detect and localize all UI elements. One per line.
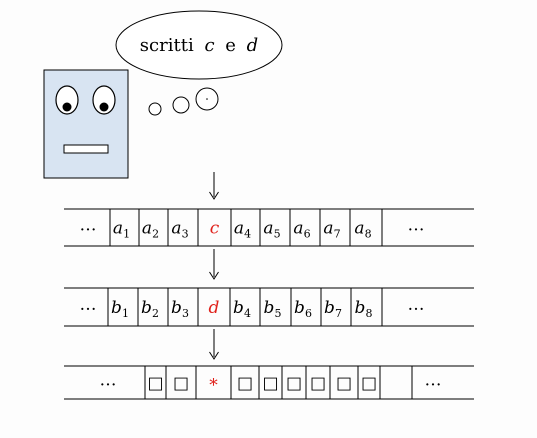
tape-cell-symbol: □: [173, 374, 189, 394]
tape-cell-symbol: b5: [264, 298, 282, 320]
robot-right-pupil: [99, 102, 109, 112]
arrow-to-tape2-head: [209, 271, 219, 280]
tape-cell-symbol: □: [286, 374, 302, 394]
tape-cell-head-symbol: *: [209, 376, 218, 396]
tape-cell-symbol: □: [237, 374, 253, 394]
tape-cell-symbol: □: [147, 374, 163, 394]
tape-cell-symbol: b8: [355, 298, 373, 320]
robot-left-eye: [55, 85, 79, 115]
tape-cell-head-symbol: c: [210, 219, 220, 239]
tape-3: □ □ * □ □ □ □ □ □ … …: [64, 365, 474, 400]
tape-cell-symbol: a6: [293, 219, 310, 241]
tape-right-ellipsis: …: [425, 371, 442, 391]
tape-cell-head-symbol: d: [209, 298, 220, 318]
thought-bubble-ellipse: [115, 10, 283, 80]
thought-text-plain: scritti: [140, 35, 194, 56]
tape-right-ellipsis: …: [408, 216, 425, 236]
tape-cell-symbol: b2: [141, 298, 159, 320]
tape-cell-symbol: □: [361, 374, 377, 394]
tape-cell-symbol: b4: [233, 298, 251, 320]
thought-var-c: c: [204, 35, 214, 56]
robot-right-eye: [92, 85, 116, 115]
tape-cell-symbol: a7: [323, 219, 340, 241]
tape-cell-symbol: b7: [324, 298, 342, 320]
robot-face: [43, 69, 129, 179]
tape-cell-symbol: □: [262, 374, 278, 394]
tape-2: b1 b2 b3 d b4 b5 b6 b7 b8 … …: [64, 287, 474, 327]
thought-conj: e: [225, 35, 236, 56]
thought-dot-medium: [172, 96, 190, 114]
tape-cell-symbol: a3: [171, 219, 188, 241]
tape-left-ellipsis: …: [80, 295, 97, 315]
tape-cell-symbol: a5: [263, 219, 280, 241]
robot-mouth: [63, 144, 109, 154]
thought-dot-center: [206, 98, 208, 100]
tape-cell-symbol: a4: [234, 219, 251, 241]
thought-bubble: scritti c e d: [115, 10, 283, 116]
thought-dot-small: [148, 102, 162, 116]
robot-head: [43, 69, 129, 179]
arrow-to-tape1-head: [209, 191, 219, 200]
tape-cell-symbol: b1: [111, 298, 129, 320]
tape-cell-symbol: b3: [171, 298, 189, 320]
tape-cell-symbol: a1: [113, 219, 130, 241]
tape-left-ellipsis: …: [100, 371, 117, 391]
tape-1: a1 a2 a3 c a4 a5 a6 a7 a8 … …: [64, 208, 474, 247]
arrows: [209, 172, 219, 360]
tape-right-ellipsis: …: [408, 295, 425, 315]
tape-cell-symbol: b6: [294, 298, 312, 320]
tape-cell-symbol: □: [310, 374, 326, 394]
tape-cell-symbol: a8: [354, 219, 371, 241]
thought-text: scritti c e d: [140, 35, 258, 56]
tape-cell-symbol: a2: [142, 219, 159, 241]
tape-cell-symbol: □: [336, 374, 352, 394]
arrow-to-tape3-head: [209, 351, 219, 360]
tape-left-ellipsis: …: [80, 216, 97, 236]
thought-var-d: d: [247, 35, 259, 56]
robot-left-pupil: [62, 102, 72, 112]
